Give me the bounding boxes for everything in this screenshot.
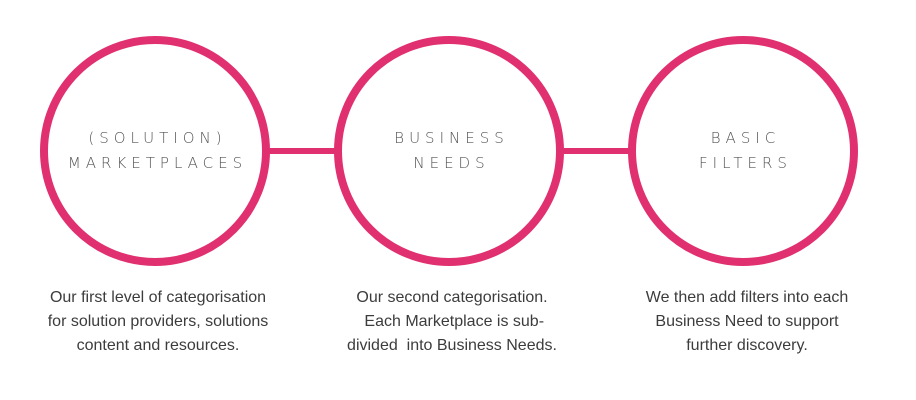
- circle-basic-filters: BASIC FILTERS: [628, 36, 858, 266]
- connector-2-3: [556, 148, 640, 154]
- circle-label-line: BUSINESS: [394, 129, 509, 147]
- circle-marketplaces: (SOLUTION) MARKETPLACES: [40, 36, 270, 266]
- circle-business-needs: BUSINESS NEEDS: [334, 36, 564, 266]
- description-line: content and resources.: [76, 337, 240, 354]
- description-line: Our first level of categorisation: [49, 289, 267, 306]
- description-line: divided into Business Needs.: [347, 337, 557, 354]
- description-marketplaces: Our first level of categorisation for so…: [33, 286, 283, 358]
- circle-label-line: (SOLUTION): [88, 129, 227, 147]
- description-line: for solution providers, solutions: [47, 313, 269, 330]
- circle-label-line: MARKETPLACES: [67, 154, 248, 172]
- circle-label-line: FILTERS: [699, 154, 792, 172]
- circle-label-line: NEEDS: [413, 154, 490, 172]
- description-line: We then add filters into each: [645, 289, 849, 306]
- description-business-needs: Our second categorisation. Each Marketpl…: [327, 286, 577, 358]
- description-line: further discovery.: [686, 337, 808, 354]
- connector-1-2: [262, 148, 346, 154]
- description-basic-filters: We then add filters into each Business N…: [622, 286, 872, 358]
- description-line: Each Marketplace is sub-: [359, 313, 545, 330]
- circle-label-line: BASIC: [710, 129, 781, 147]
- description-line: Business Need to support: [655, 313, 839, 330]
- description-line: Our second categorisation.: [356, 289, 548, 306]
